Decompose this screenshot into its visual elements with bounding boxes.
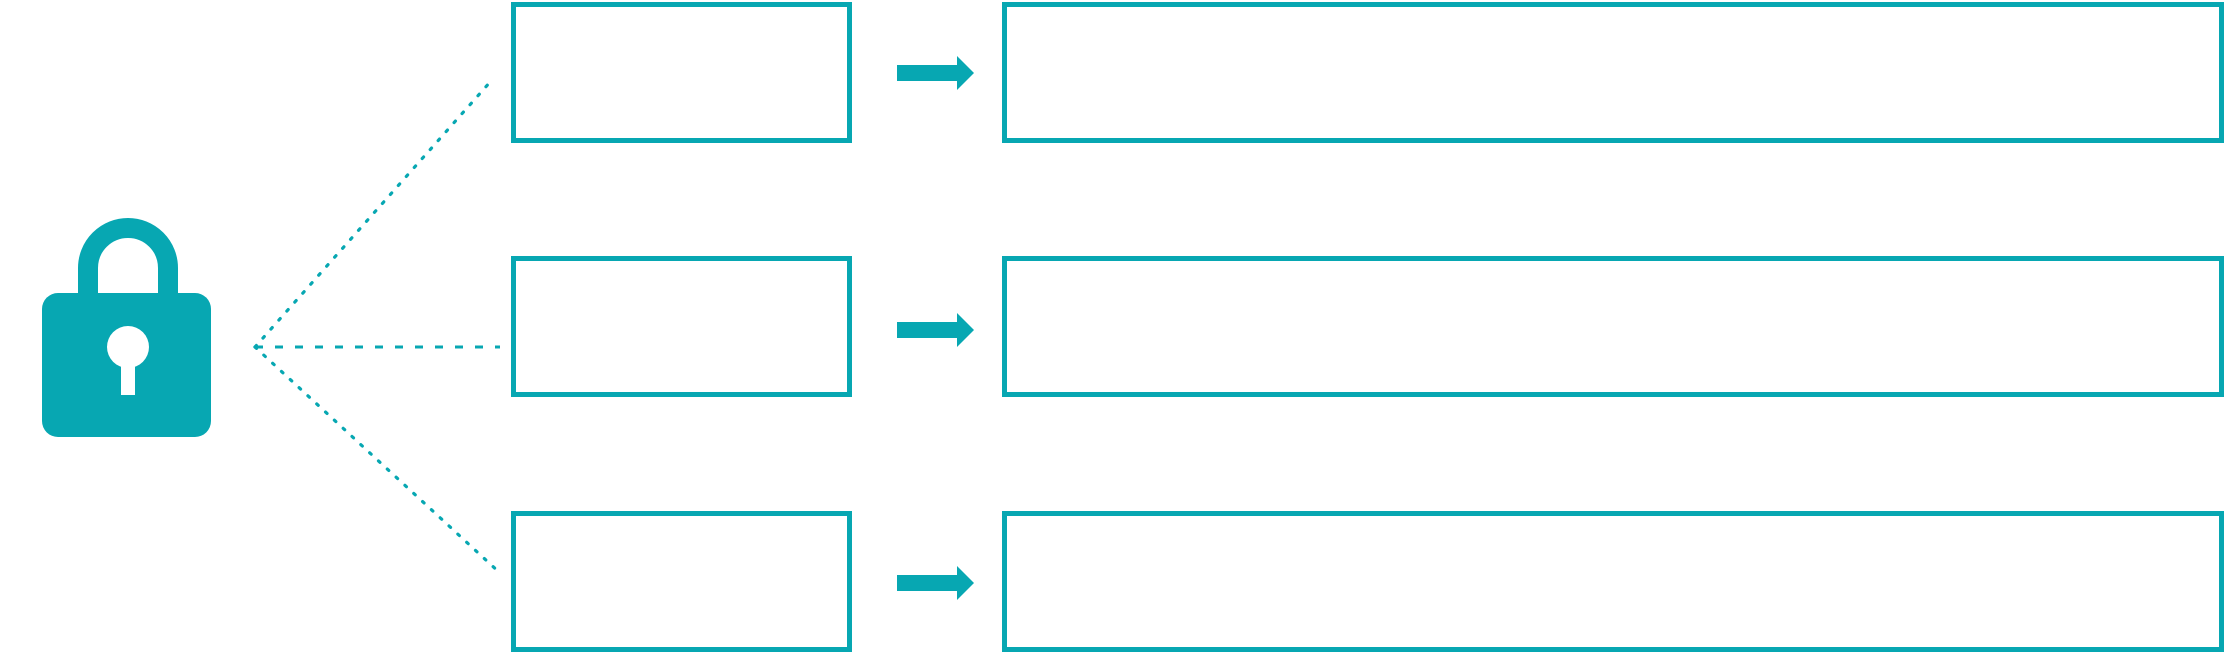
label-box-1 xyxy=(511,2,852,143)
padlock-icon xyxy=(42,218,211,437)
dotted-line-bottom xyxy=(253,345,502,575)
description-box-1 xyxy=(1002,2,2224,143)
description-box-3 xyxy=(1002,511,2224,652)
right-arrow-icon xyxy=(897,313,974,347)
right-arrow-icon xyxy=(897,566,974,600)
dotted-line-top xyxy=(253,79,493,349)
label-box-2 xyxy=(511,256,852,397)
description-box-2 xyxy=(1002,256,2224,397)
label-box-3 xyxy=(511,511,852,652)
right-arrow-icon xyxy=(897,56,974,90)
